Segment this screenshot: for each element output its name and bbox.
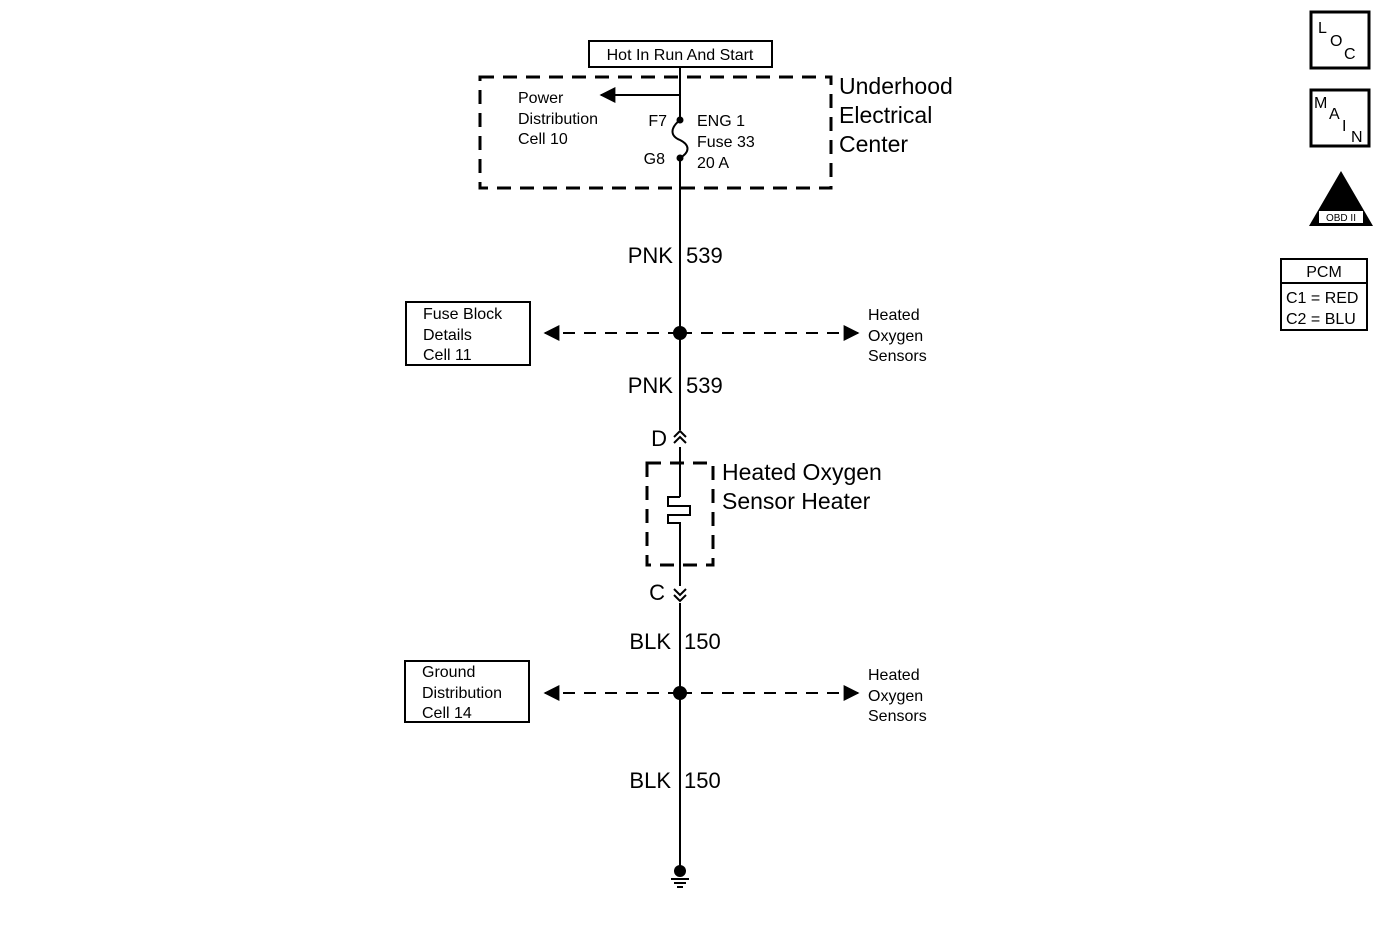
power-source-box: Hot In Run And Start (588, 40, 773, 68)
ground-icon (671, 865, 689, 888)
sensor-title-line-1: Heated Oxygen (722, 459, 882, 485)
svg-text:O: O (1330, 33, 1342, 50)
svg-text:L: L (1318, 20, 1327, 37)
fuse-pin-top: F7 (648, 113, 667, 130)
power-dist-line-2: Distribution (518, 111, 598, 128)
connector-d: D (651, 426, 687, 451)
svg-text:C2 = BLU: C2 = BLU (1286, 311, 1356, 328)
connector-c: C (649, 580, 687, 605)
sensor-title-line-2: Sensor Heater (722, 488, 871, 514)
svg-text:PCM: PCM (1306, 264, 1342, 281)
fuse-pin-bottom: G8 (644, 151, 665, 168)
fuse-line-3: 20 A (697, 155, 729, 172)
svg-text:II: II (1335, 188, 1347, 213)
connector-d-label: D (651, 426, 667, 451)
underhood-title-line-3: Center (839, 131, 908, 157)
ground-dist-line-3: Cell 14 (422, 705, 472, 722)
underhood-title-line-2: Electrical (839, 102, 932, 128)
fuse-block-line-2: Details (423, 327, 472, 344)
hos-top-line-2: Oxygen (868, 328, 923, 345)
wire-label-lower-1: BLK 150 (629, 629, 720, 654)
hos-bottom-line-1: Heated (868, 667, 920, 684)
wire-label-upper-1: PNK 539 (628, 243, 723, 268)
fuse-symbol (671, 119, 689, 159)
splice-top: Fuse Block Details Cell 11 Heated Oxygen… (405, 301, 927, 366)
hos-top-line-1: Heated (868, 307, 920, 324)
wire-label-lower-2: BLK 150 (629, 768, 720, 793)
wire-circuit: 150 (684, 629, 721, 654)
wire-color: BLK (629, 768, 671, 793)
svg-text:I: I (1342, 118, 1346, 135)
svg-text:OBD II: OBD II (1326, 213, 1356, 224)
wire-circuit: 539 (686, 243, 723, 268)
fuse-block-line-1: Fuse Block (423, 306, 503, 323)
underhood-title-line-1: Underhood (839, 73, 953, 99)
svg-text:C: C (1344, 46, 1356, 63)
underhood-electrical-center: Underhood Electrical Center (478, 73, 953, 190)
splice-bottom: Ground Distribution Cell 14 Heated Oxyge… (404, 660, 927, 725)
splice-dot (673, 686, 687, 700)
fuse-line-1: ENG 1 (697, 113, 745, 130)
fuse-eng1: F7 G8 ENG 1 Fuse 33 20 A (644, 113, 755, 172)
fuse-block-details-box (405, 301, 531, 366)
power-dist-line-3: Cell 10 (518, 131, 568, 148)
loc-icon[interactable]: L O C (1309, 10, 1371, 70)
svg-text:A: A (1329, 106, 1340, 123)
ground-distribution-box (404, 660, 530, 723)
wire-circuit: 539 (686, 373, 723, 398)
ground-dist-line-2: Distribution (422, 685, 502, 702)
ground-dist-line-1: Ground (422, 664, 475, 681)
heated-oxygen-sensor-heater: Heated Oxygen Sensor Heater (645, 459, 882, 567)
main-circuit-wire (671, 67, 689, 870)
wire-color: PNK (628, 243, 674, 268)
main-icon[interactable]: M A I N (1309, 88, 1371, 148)
power-source-label: Hot In Run And Start (607, 47, 754, 64)
splice-dot (673, 326, 687, 340)
hos-bottom-line-3: Sensors (868, 708, 927, 725)
obd-ii-icon[interactable]: II OBD II (1309, 171, 1373, 226)
connector-c-label: C (649, 580, 665, 605)
pcm-connector-legend[interactable]: PCM C1 = RED C2 = BLU (1280, 258, 1368, 331)
wire-label-upper-2: PNK 539 (628, 373, 723, 398)
wire-color: BLK (629, 629, 671, 654)
wire-color: PNK (628, 373, 674, 398)
svg-text:M: M (1314, 95, 1327, 112)
svg-text:N: N (1351, 129, 1363, 146)
hos-bottom-line-2: Oxygen (868, 688, 923, 705)
wire-circuit: 150 (684, 768, 721, 793)
power-dist-line-1: Power (518, 90, 564, 107)
svg-text:C1 = RED: C1 = RED (1286, 290, 1358, 307)
hos-top-line-3: Sensors (868, 348, 927, 365)
heater-element-symbol (667, 496, 691, 530)
fuse-line-2: Fuse 33 (697, 134, 755, 151)
fuse-block-line-3: Cell 11 (423, 347, 472, 364)
power-distribution-ref: Power Distribution Cell 10 (518, 87, 680, 148)
